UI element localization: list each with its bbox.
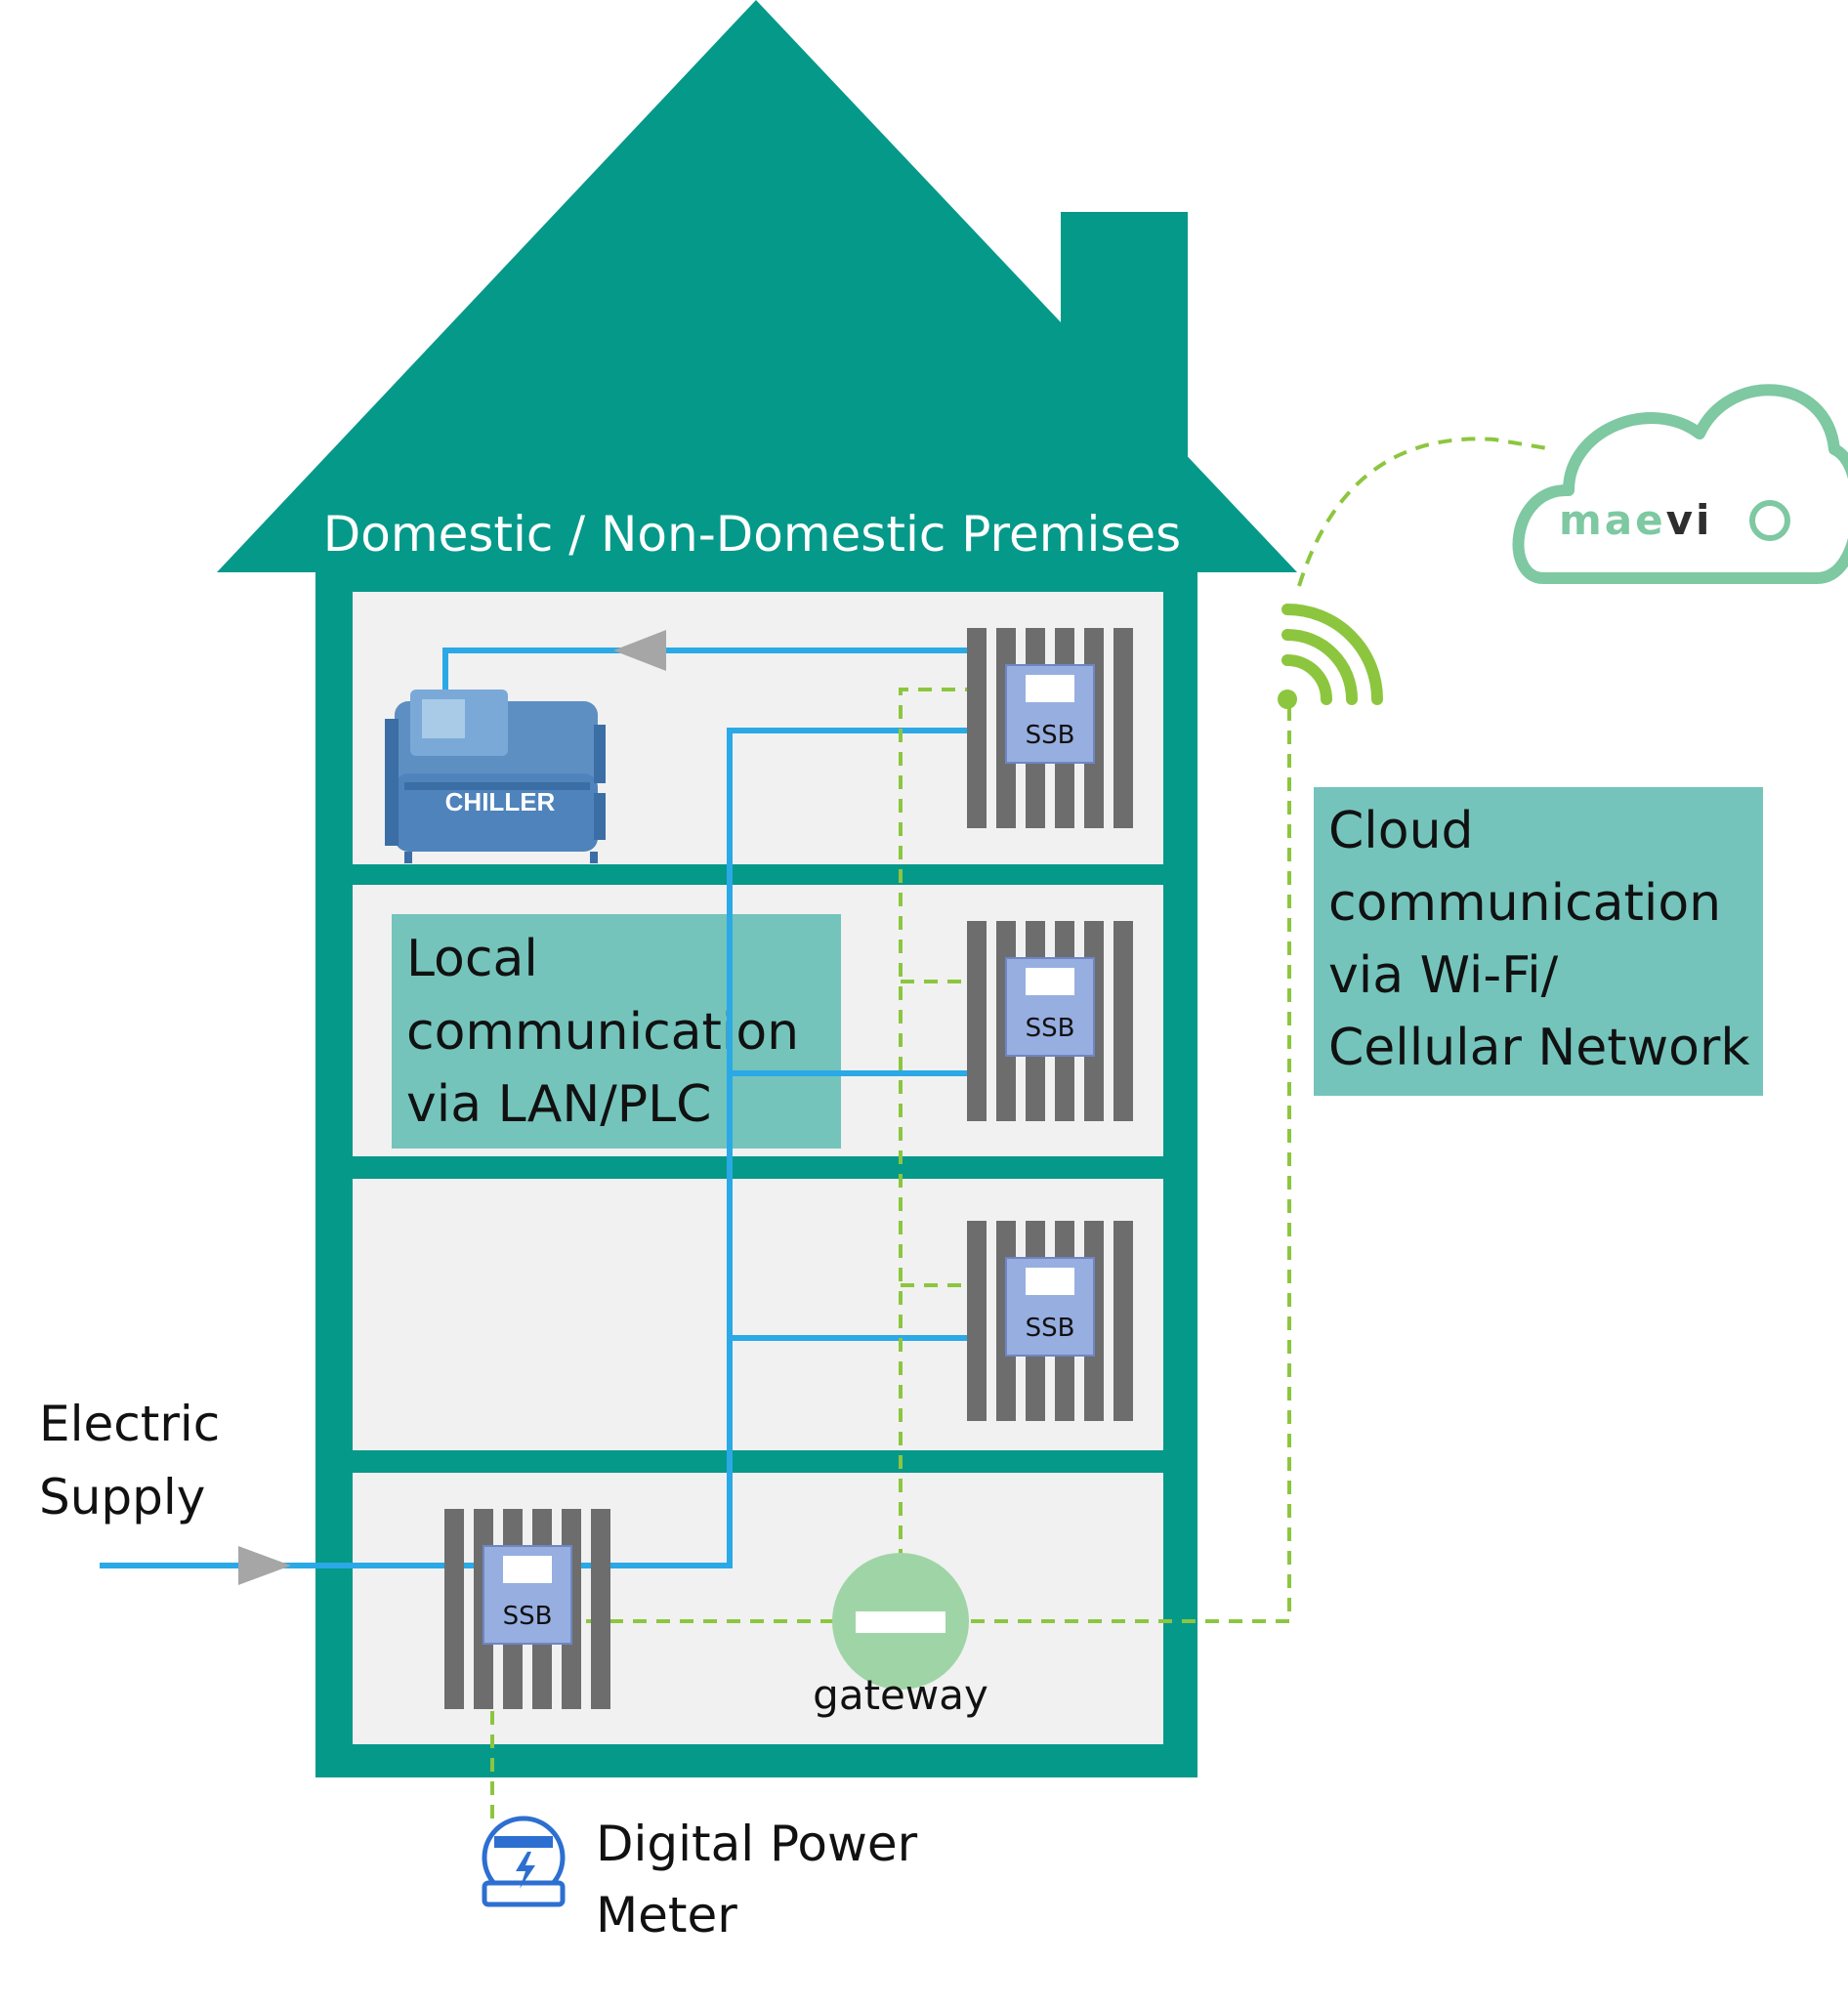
maevi-cloud-icon: maevi [1512,384,1848,584]
cloud-box-line-3: via Wi-Fi/ [1328,946,1559,1005]
meter-label-line-2: Meter [596,1887,737,1943]
cloud-box-line-1: Cloud [1328,802,1474,860]
ssb-label: SSB [1026,1314,1075,1343]
breaker-bar [967,1221,987,1421]
gateway-icon [832,1553,969,1690]
chiller-label: CHILLER [445,787,556,816]
breaker-bar [444,1509,464,1709]
comm-lines [490,437,1554,1818]
ssb-label: SSB [503,1602,553,1631]
power-line-chiller [442,648,967,690]
ssb-display [1026,675,1074,702]
electric-supply-line-2: Supply [39,1469,205,1525]
maevi-logo-prefix: mae [1559,496,1666,544]
maevi-logo-suffix: vi [1666,496,1713,544]
breaker-bar [967,921,987,1121]
local-box-line-2: communication [406,1003,799,1062]
wifi-icon [1278,604,1383,709]
ssb-display [1026,1268,1074,1295]
local-communication-box [392,914,841,1149]
ssb-display [1026,968,1074,995]
gateway-label: gateway [813,1671,988,1719]
comm-line-wifi-cloud [1297,437,1554,587]
maevi-logo-mark [1749,500,1790,541]
svg-text:Local communication vi: Local communication via LAN/PLC [406,930,816,1134]
cloud-box-line-4: Cellular Network [1328,1019,1750,1077]
ssb-label: SSB [1026,721,1075,750]
local-box-line-1: Local [406,930,538,988]
power-meter-icon [482,1816,566,1907]
premises-title: Domestic / Non-Domestic Premises [323,506,1181,563]
meter-label-line-1: Digital Power [596,1816,918,1872]
house-roof [217,0,1297,572]
electric-supply-line-1: Electric [39,1396,220,1452]
ssb-units: SSB SSB SSB SSB [444,628,1133,1709]
maevi-logo-text: maevi [1559,496,1712,544]
ssb-unit-floor-3: SSB [967,1221,1133,1421]
ssb-unit-floor-2: SSB [967,921,1133,1121]
comm-line-gateway-ssb-1 [899,688,967,1563]
breaker-bar [1113,921,1133,1121]
local-box-line-3: via LAN/PLC [406,1075,711,1134]
power-flow-arrow-supply [238,1546,291,1585]
ssb-display [503,1556,552,1583]
power-line-riser [608,728,967,1568]
ssb-unit-main: SSB [444,1509,610,1709]
svg-text:Cloud communication vi: Cloud communication via Wi-Fi/ Cellular … [1328,802,1750,1077]
power-flow-arrow-chiller [613,630,666,671]
ssb-label: SSB [1026,1014,1075,1043]
cloud-communication-box [1314,787,1763,1096]
ssb-unit-floor-1: SSB [967,628,1133,828]
breaker-bar [1113,628,1133,828]
svg-text:Electric Supply: Electric Supply [39,1396,235,1525]
svg-text:Digital Power Meter: Digital Power Meter [596,1816,933,1943]
house-chimney [1061,212,1188,485]
breaker-bar [967,628,987,828]
power-lines [100,648,967,1568]
comm-line-gateway-wifi [901,695,1291,1623]
cloud-box-line-2: communication [1328,874,1721,933]
breaker-bar [591,1509,610,1709]
chiller-icon: CHILLER [385,690,606,863]
breaker-bar [1113,1221,1133,1421]
